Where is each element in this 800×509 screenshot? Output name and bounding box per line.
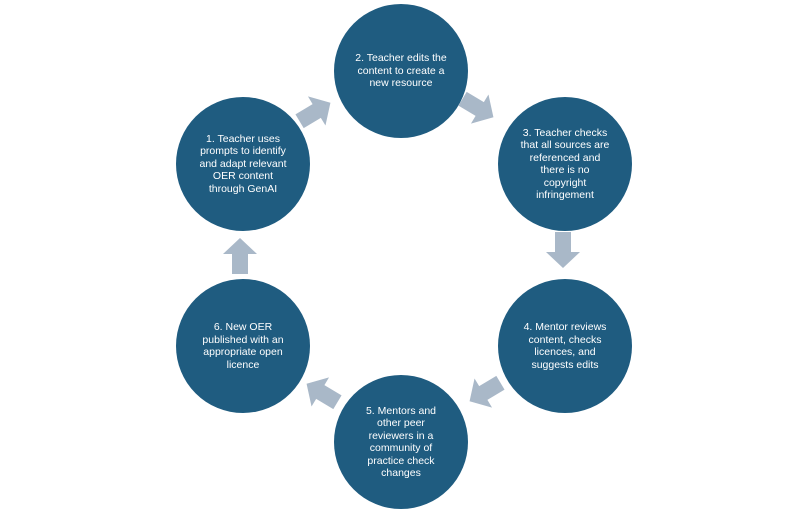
arrow-3-to-4-icon — [546, 232, 580, 268]
arrow-4-to-5-icon — [460, 368, 510, 416]
arrow-6-to-1-icon — [223, 238, 257, 274]
step-2-label: 2. Teacher edits the content to create a… — [355, 52, 447, 90]
step-6-label: 6. New OER published with an appropriate… — [202, 321, 284, 371]
step-6-node: 6. New OER published with an appropriate… — [176, 279, 310, 413]
arrow-2-to-3-icon — [453, 84, 503, 132]
step-4-node: 4. Mentor reviews content, checks licenc… — [498, 279, 632, 413]
step-1-node: 1. Teacher uses prompts to identify and … — [176, 97, 310, 231]
step-5-label: 5. Mentors and other peer reviewers in a… — [365, 404, 437, 480]
step-2-node: 2. Teacher edits the content to create a… — [334, 4, 468, 138]
step-4-label: 4. Mentor reviews content, checks licenc… — [523, 321, 607, 371]
step-1-label: 1. Teacher uses prompts to identify and … — [199, 132, 287, 195]
arrow-5-to-6-icon — [297, 369, 347, 417]
step-5-node: 5. Mentors and other peer reviewers in a… — [334, 375, 468, 509]
step-3-node: 3. Teacher checks that all sources are r… — [498, 97, 632, 231]
step-3-label: 3. Teacher checks that all sources are r… — [520, 126, 610, 202]
arrow-1-to-2-icon — [290, 88, 340, 136]
